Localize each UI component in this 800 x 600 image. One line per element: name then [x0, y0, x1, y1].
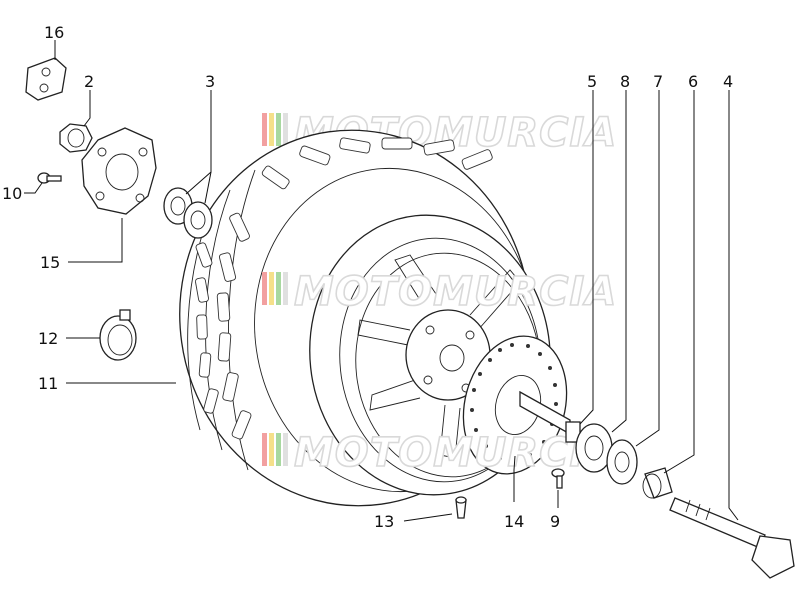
callout-6: 6 — [688, 72, 698, 91]
callout-labels: 16 2 3 10 15 12 11 13 14 9 5 8 7 6 4 — [2, 23, 733, 531]
callout-11: 11 — [38, 374, 58, 393]
callout-2: 2 — [84, 72, 94, 91]
callout-9: 9 — [550, 512, 560, 531]
watermark-text: MOTOMURCIA — [294, 430, 617, 476]
callout-8: 8 — [620, 72, 630, 91]
callout-15: 15 — [40, 253, 60, 272]
part-13-valve — [455, 496, 467, 519]
watermark-middle: MOTOMURCIA — [262, 268, 617, 316]
callout-7: 7 — [653, 72, 663, 91]
callout-4: 4 — [723, 72, 733, 91]
part-16-clip — [25, 57, 67, 101]
watermark-bottom: MOTOMURCIA — [262, 429, 617, 477]
part-7-seal — [606, 439, 638, 485]
part-10-screw — [37, 172, 62, 184]
part-6-bushing — [642, 467, 673, 499]
callout-14: 14 — [504, 512, 524, 531]
part-4-axle — [669, 497, 795, 579]
callout-10: 10 — [2, 184, 22, 203]
part-9-screw — [551, 468, 565, 489]
part-2-nut — [59, 123, 93, 153]
part-15-flange — [81, 127, 157, 215]
leader-lines — [24, 40, 739, 522]
callout-3: 3 — [205, 72, 215, 91]
callout-13: 13 — [374, 512, 394, 531]
part-8-bearing — [575, 423, 613, 473]
part-3-bearings — [163, 187, 213, 239]
watermark-text: MOTOMURCIA — [294, 269, 617, 315]
callout-12: 12 — [38, 329, 58, 348]
callout-16: 16 — [44, 23, 64, 42]
callout-5: 5 — [587, 72, 597, 91]
part-5-spacer — [565, 421, 581, 443]
part-12-clamp — [99, 309, 137, 361]
